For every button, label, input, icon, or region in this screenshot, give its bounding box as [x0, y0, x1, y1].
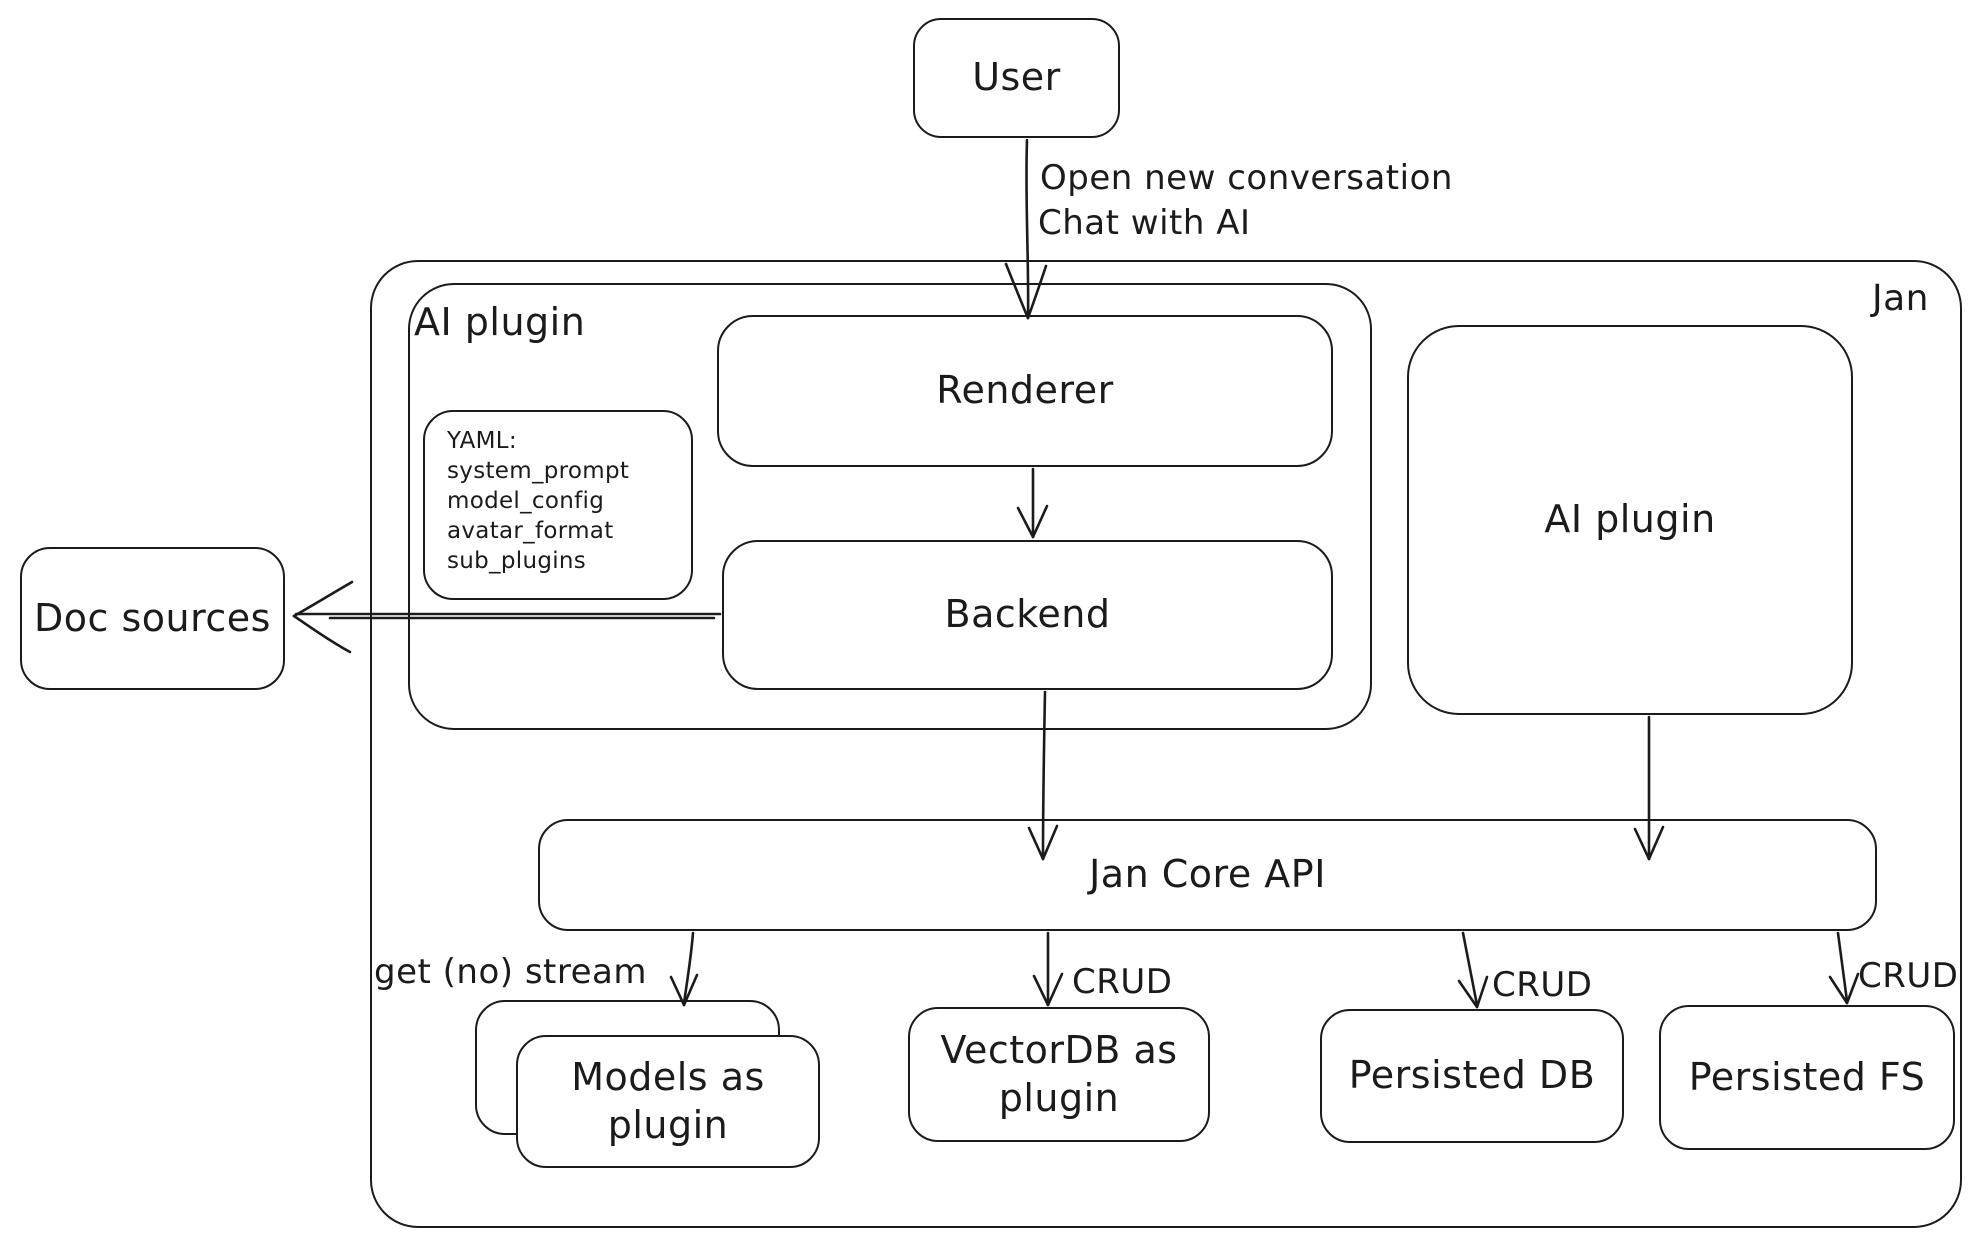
vectordb-node: VectorDB as plugin: [908, 1007, 1210, 1142]
persisted-db-label: Persisted DB: [1348, 1053, 1596, 1098]
models-label: Models as plugin: [571, 1054, 765, 1149]
ai-plugin-left-label: AI plugin: [414, 300, 586, 344]
edge-label-get-stream: get (no) stream: [374, 952, 647, 992]
vectordb-label: VectorDB as plugin: [940, 1027, 1177, 1122]
models-label-line1: Models as: [571, 1055, 765, 1099]
persisted-fs-node: Persisted FS: [1659, 1005, 1955, 1150]
persisted-db-node: Persisted DB: [1320, 1009, 1624, 1143]
jan-container: [370, 260, 1962, 1228]
edge-label-open-conversation: Open new conversation: [1040, 158, 1453, 198]
crud-label-persisted-fs: CRUD: [1858, 956, 1959, 996]
models-label-line2: plugin: [607, 1102, 729, 1147]
jan-core-api-node: Jan Core API: [538, 819, 1877, 931]
user-label: User: [972, 55, 1061, 100]
yaml-note-title: YAML:: [447, 428, 517, 454]
doc-sources-node: Doc sources: [20, 547, 285, 690]
yaml-note: YAML: system_prompt model_config avatar_…: [423, 410, 693, 600]
backend-label: Backend: [944, 592, 1111, 637]
ai-plugin-right-node: AI plugin: [1407, 325, 1853, 715]
yaml-note-item: system_prompt: [447, 458, 630, 484]
ai-plugin-right-label: AI plugin: [1544, 497, 1716, 542]
persisted-fs-label: Persisted FS: [1688, 1054, 1926, 1099]
renderer-node: Renderer: [717, 315, 1333, 467]
renderer-label: Renderer: [936, 368, 1114, 413]
crud-label-persisted-db: CRUD: [1492, 965, 1593, 1005]
yaml-note-item: avatar_format: [447, 518, 614, 544]
vectordb-label-line2: plugin: [998, 1075, 1120, 1120]
vectordb-label-line1: VectorDB as: [940, 1028, 1178, 1072]
jan-label: Jan: [1872, 278, 1929, 319]
doc-sources-label: Doc sources: [34, 595, 271, 640]
jan-core-api-label: Jan Core API: [1089, 852, 1326, 897]
edge-label-chat-with-ai: Chat with AI: [1038, 203, 1251, 243]
ai-plugin-left-container: [408, 283, 1372, 730]
user-node: User: [913, 18, 1120, 138]
crud-label-vectordb: CRUD: [1072, 962, 1173, 1002]
yaml-note-item: sub_plugins: [447, 548, 587, 574]
backend-node: Backend: [722, 540, 1333, 690]
yaml-note-item: model_config: [447, 488, 605, 514]
models-node-front: Models as plugin: [516, 1035, 820, 1168]
